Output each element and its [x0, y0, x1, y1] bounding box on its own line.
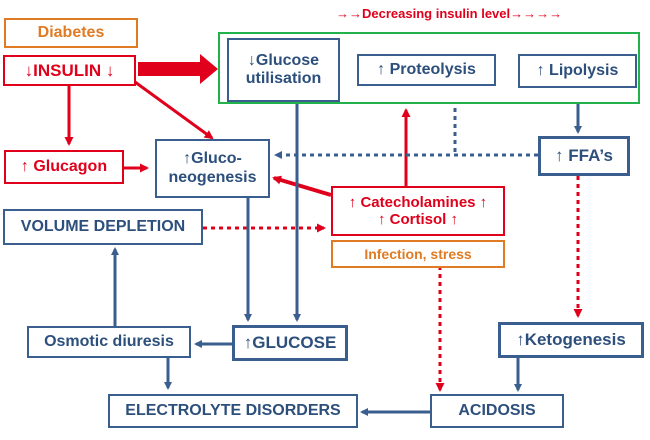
node-glucagon-label: ↑ Glucagon: [20, 157, 108, 175]
node-gluconeogenesis-line2: neogenesis: [168, 168, 257, 186]
node-diabetes: Diabetes: [4, 18, 138, 48]
node-catecholamines-label: ↑ Catecholamines ↑: [348, 193, 488, 211]
node-lipolysis: ↑ Lipolysis: [518, 54, 637, 88]
node-insulin: ↓INSULIN ↓: [3, 55, 136, 86]
node-proteolysis-label: ↑ Proteolysis: [377, 60, 476, 78]
node-gluconeogenesis-line1: ↑Gluco-: [183, 150, 242, 168]
node-electrolyte-disorders-label: ELECTROLYTE DISORDERS: [125, 401, 341, 419]
node-infection-stress-label: Infection, stress: [364, 245, 472, 262]
node-ketogenesis-label: ↑Ketogenesis: [516, 330, 626, 350]
node-ffas-label: ↑ FFA’s: [555, 146, 613, 166]
node-glucose-utilisation-line2: utilisation: [245, 70, 322, 87]
arrow-catecholamines-to-gluconeogenesis: [272, 175, 332, 197]
node-volume-depletion-label: VOLUME DEPLETION: [20, 217, 186, 235]
node-electrolyte-disorders: ELECTROLYTE DISORDERS: [108, 394, 358, 428]
node-acidosis: ACIDOSIS: [430, 394, 564, 428]
node-acidosis-label: ACIDOSIS: [458, 401, 536, 419]
node-diabetes-label: Diabetes: [37, 23, 105, 41]
node-lipolysis-label: ↑ Lipolysis: [536, 61, 619, 79]
node-proteolysis: ↑ Proteolysis: [357, 54, 496, 86]
node-glucose-label: ↑GLUCOSE: [243, 333, 337, 353]
node-glucose-utilisation: ↓Glucose utilisation: [227, 38, 340, 102]
node-insulin-label: ↓INSULIN ↓: [24, 60, 115, 80]
node-osmotic-diuresis: Osmotic diuresis: [27, 326, 191, 358]
node-infection-stress: Infection, stress: [331, 240, 505, 268]
arrow-insulin-to-gluconeogenesis: [134, 80, 214, 140]
node-cortisol-label: ↑ Cortisol ↑: [377, 211, 458, 228]
node-gluconeogenesis: ↑Gluco- neogenesis: [155, 139, 270, 198]
node-ketogenesis: ↑Ketogenesis: [498, 322, 644, 358]
node-ffas: ↑ FFA’s: [538, 136, 630, 176]
node-osmotic-diuresis-label: Osmotic diuresis: [44, 332, 174, 350]
node-catecholamines-cortisol: ↑ Catecholamines ↑ ↑ Cortisol ↑: [331, 186, 505, 236]
decreasing-insulin-note: →→Decreasing insulin level→→→→: [336, 6, 563, 21]
node-glucagon: ↑ Glucagon: [4, 150, 124, 184]
arrow-insulin-to-frame: [138, 54, 218, 84]
node-volume-depletion: VOLUME DEPLETION: [3, 209, 203, 245]
node-glucose: ↑GLUCOSE: [232, 325, 348, 361]
node-glucose-utilisation-line1: ↓Glucose: [247, 51, 320, 69]
